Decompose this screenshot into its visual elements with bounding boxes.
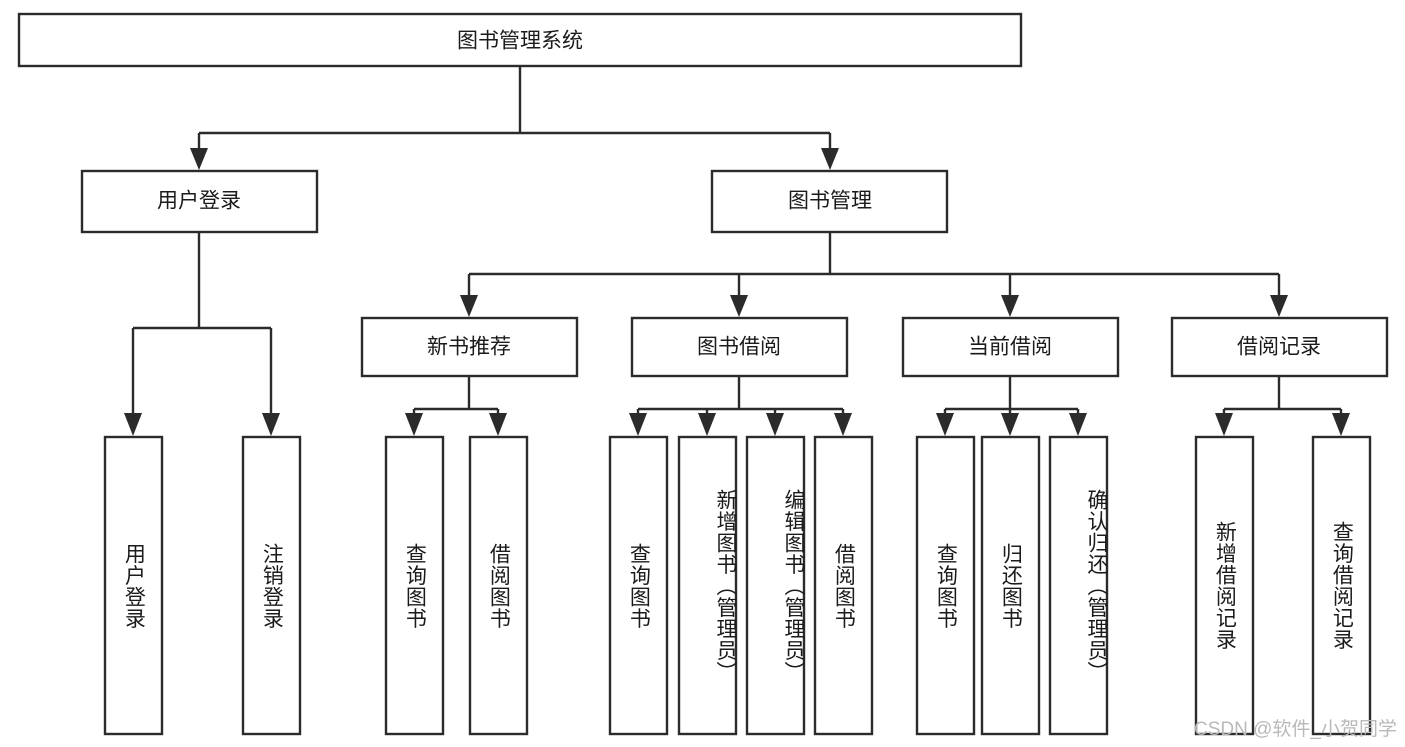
- node-new-book-recommend-label: 新书推荐: [427, 336, 511, 359]
- arrow-head-leaf-add-record: [1215, 413, 1233, 436]
- leaf-query-book-3-box[interactable]: [915, 435, 976, 736]
- leaf-query-book-1-box[interactable]: [384, 435, 445, 736]
- connector-layer: [124, 67, 1350, 436]
- watermark-text: CSDN @软件_小贺同学: [1194, 719, 1397, 740]
- arrow-head-leaf-edit-book: [766, 413, 784, 436]
- arrow-head-user-login: [190, 148, 208, 170]
- node-borrow-record[interactable]: 借阅记录: [1170, 316, 1389, 378]
- arrow-head-leaf-query-book-1: [405, 413, 423, 436]
- node-book-manage-label: 图书管理: [788, 190, 872, 213]
- node-book-borrow[interactable]: 图书借阅: [630, 316, 849, 378]
- arrow-head-leaf-borrow-book-2: [834, 413, 852, 436]
- node-current-borrow-label: 当前借阅: [968, 336, 1052, 359]
- node-user-login[interactable]: 用户登录: [80, 169, 319, 234]
- leaf-add-record-box[interactable]: [1194, 435, 1255, 736]
- node-book-manage-box[interactable]: [710, 169, 949, 234]
- arrow-head-leaf-logout-login: [262, 413, 280, 436]
- node-new-book-recommend-box[interactable]: [360, 316, 579, 378]
- arrow-head-leaf-return-book: [1001, 413, 1019, 436]
- arrow-head-current-borrow: [1001, 295, 1019, 317]
- node-root[interactable]: 图书管理系统: [17, 12, 1023, 68]
- leaf-add-book-box[interactable]: [677, 435, 738, 736]
- node-borrow-record-label: 借阅记录: [1237, 336, 1321, 359]
- leaf-borrow-book-2-box[interactable]: [813, 435, 874, 736]
- leaf-query-book-2-box[interactable]: [608, 435, 669, 736]
- arrow-head-borrow-record: [1270, 295, 1288, 317]
- node-root-box[interactable]: [17, 12, 1023, 68]
- leaf-return-book-box[interactable]: [980, 435, 1041, 736]
- node-book-borrow-box[interactable]: [630, 316, 849, 378]
- node-root-label: 图书管理系统: [457, 30, 583, 53]
- leaf-logout-login-box[interactable]: [241, 435, 302, 736]
- node-current-borrow-box[interactable]: [901, 316, 1120, 378]
- leaf-borrow-book-1-box[interactable]: [468, 435, 529, 736]
- node-current-borrow[interactable]: 当前借阅: [901, 316, 1120, 378]
- leaf-user-login-box[interactable]: [103, 435, 164, 736]
- leaf-edit-book-box[interactable]: [745, 435, 806, 736]
- node-book-manage[interactable]: 图书管理: [710, 169, 949, 234]
- arrow-head-leaf-query-book-2: [629, 413, 647, 436]
- arrow-head-leaf-add-book: [698, 413, 716, 436]
- arrow-head-leaf-confirm-return: [1069, 413, 1087, 436]
- leaf-boxes-layer: [103, 435, 1372, 736]
- arrow-head-book-manage: [821, 148, 839, 170]
- node-new-book-recommend[interactable]: 新书推荐: [360, 316, 579, 378]
- arrow-head-new-book-recommend: [460, 295, 478, 317]
- leaf-confirm-return-box[interactable]: [1048, 435, 1109, 736]
- arrow-head-leaf-query-book-3: [936, 413, 954, 436]
- node-user-login-label: 用户登录: [157, 190, 241, 213]
- arrow-head-leaf-query-record: [1332, 413, 1350, 436]
- node-book-borrow-label: 图书借阅: [697, 336, 781, 359]
- leaf-query-record-box[interactable]: [1311, 435, 1372, 736]
- node-user-login-box[interactable]: [80, 169, 319, 234]
- arrow-head-leaf-user-login: [124, 413, 142, 436]
- node-borrow-record-box[interactable]: [1170, 316, 1389, 378]
- arrow-head-leaf-borrow-book-1: [489, 413, 507, 436]
- arrow-head-book-borrow: [730, 295, 748, 317]
